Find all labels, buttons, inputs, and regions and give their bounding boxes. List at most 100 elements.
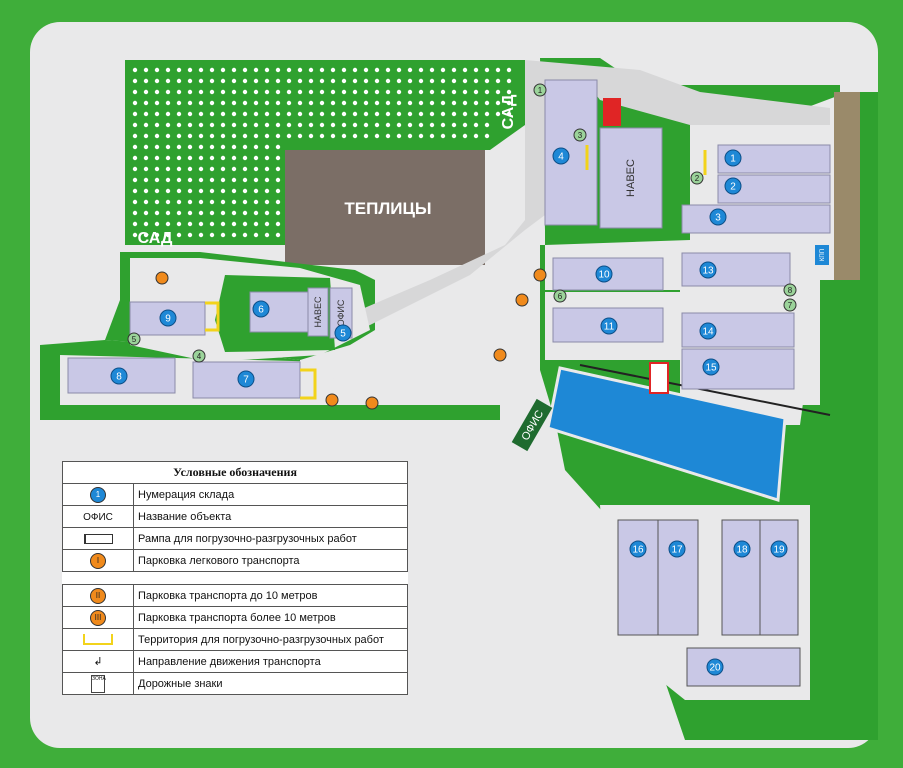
orchard-tree	[264, 188, 270, 194]
orchard-tree	[363, 89, 369, 95]
orchard-tree	[385, 78, 391, 84]
orchard-tree	[220, 67, 226, 73]
orchard-tree	[154, 232, 160, 238]
warehouse-number-label: 9	[165, 314, 171, 325]
orchard-tree	[220, 166, 226, 172]
direction-arrow-icon: ↲	[93, 656, 103, 668]
orchard-tree	[242, 78, 248, 84]
orchard-tree	[176, 100, 182, 106]
orchard-tree	[308, 111, 314, 117]
orchard-tree	[253, 144, 259, 150]
orchard-tree	[231, 177, 237, 183]
orchard-tree	[231, 188, 237, 194]
orchard-tree	[176, 177, 182, 183]
orchard-tree	[198, 155, 204, 161]
orchard-tree	[154, 210, 160, 216]
orchard-tree	[176, 166, 182, 172]
orchard-tree	[209, 133, 215, 139]
orchard-tree	[187, 177, 193, 183]
orchard-tree	[319, 89, 325, 95]
orchard-tree	[143, 67, 149, 73]
orchard-tree	[187, 111, 193, 117]
warehouse-number-16: 16	[629, 540, 647, 558]
orchard-tree	[418, 67, 424, 73]
orchard-tree	[242, 144, 248, 150]
orchard-tree	[242, 199, 248, 205]
orchard-tree	[352, 133, 358, 139]
orchard-tree	[143, 210, 149, 216]
orchard-tree	[429, 78, 435, 84]
orchard-tree	[352, 78, 358, 84]
warehouse-number-label: 10	[598, 270, 610, 281]
ramp-6: 6	[553, 289, 567, 303]
warehouse-20	[686, 647, 801, 687]
orchard-tree	[198, 67, 204, 73]
orchard-tree	[385, 100, 391, 106]
orchard-tree	[209, 166, 215, 172]
orchard-tree	[473, 133, 479, 139]
orchard-tree	[418, 122, 424, 128]
legend-row: Рампа для погрузочно-разгрузочных работ	[62, 527, 408, 550]
orchard-tree	[451, 89, 457, 95]
orchard-tree	[198, 122, 204, 128]
orchard-tree	[275, 111, 281, 117]
orchard-tree	[198, 111, 204, 117]
warehouse-number-label: 6	[258, 305, 264, 316]
legend-text: Парковка легкового транспорта	[133, 549, 408, 572]
orchard-tree	[396, 89, 402, 95]
orchard-tree	[143, 188, 149, 194]
orchard-tree	[275, 232, 281, 238]
orchard-tree	[396, 122, 402, 128]
orchard-tree	[319, 122, 325, 128]
orchard-tree	[187, 89, 193, 95]
orchard-tree	[242, 188, 248, 194]
orchard-tree	[264, 67, 270, 73]
orchard-tree	[187, 122, 193, 128]
office-small-label: ОФИС	[336, 299, 346, 326]
warehouse-number-label: 18	[736, 545, 748, 556]
legend-row: I Парковка легкового транспорта	[62, 549, 408, 572]
orchard-tree	[462, 89, 468, 95]
orchard-tree	[209, 221, 215, 227]
orchard-tree	[242, 155, 248, 161]
warehouse-number-label: 11	[604, 322, 615, 333]
orchard-tree	[242, 89, 248, 95]
number-circle-icon: 1	[90, 486, 106, 503]
orchard-tree	[187, 133, 193, 139]
warehouse-number-13: 13	[699, 261, 717, 279]
warehouse-number-5: 5	[334, 324, 352, 342]
ramp-label: 8	[788, 286, 793, 295]
orchard-tree	[242, 67, 248, 73]
orchard-tree	[165, 155, 171, 161]
orchard-tree	[407, 100, 413, 106]
orchard-tree	[319, 100, 325, 106]
orchard-tree	[330, 111, 336, 117]
orchard-tree	[165, 67, 171, 73]
orchard-tree	[506, 67, 512, 73]
orchard-tree	[253, 221, 259, 227]
orchard-tree	[473, 100, 479, 106]
ramp-1: 1	[533, 83, 547, 97]
orchard-tree	[187, 67, 193, 73]
orchard-tree	[374, 122, 380, 128]
orchard-tree	[374, 100, 380, 106]
orchard-tree	[484, 67, 490, 73]
orchard-tree	[429, 122, 435, 128]
orchard-tree	[165, 133, 171, 139]
orchard-tree	[253, 188, 259, 194]
orchard-tree	[407, 133, 413, 139]
orchard-tree	[308, 100, 314, 106]
orchard-tree	[209, 111, 215, 117]
warehouse-number-8: 8	[110, 367, 128, 385]
orchard-tree	[352, 111, 358, 117]
main-road	[330, 60, 830, 340]
orchard-tree	[462, 122, 468, 128]
orchard-tree	[484, 111, 490, 117]
ramp-4: 4	[192, 349, 206, 363]
orchard-tree	[143, 221, 149, 227]
orchard-tree	[352, 67, 358, 73]
orchard-tree	[451, 67, 457, 73]
orchard-tree	[286, 67, 292, 73]
orchard-tree	[143, 100, 149, 106]
warehouse-14	[681, 312, 795, 348]
